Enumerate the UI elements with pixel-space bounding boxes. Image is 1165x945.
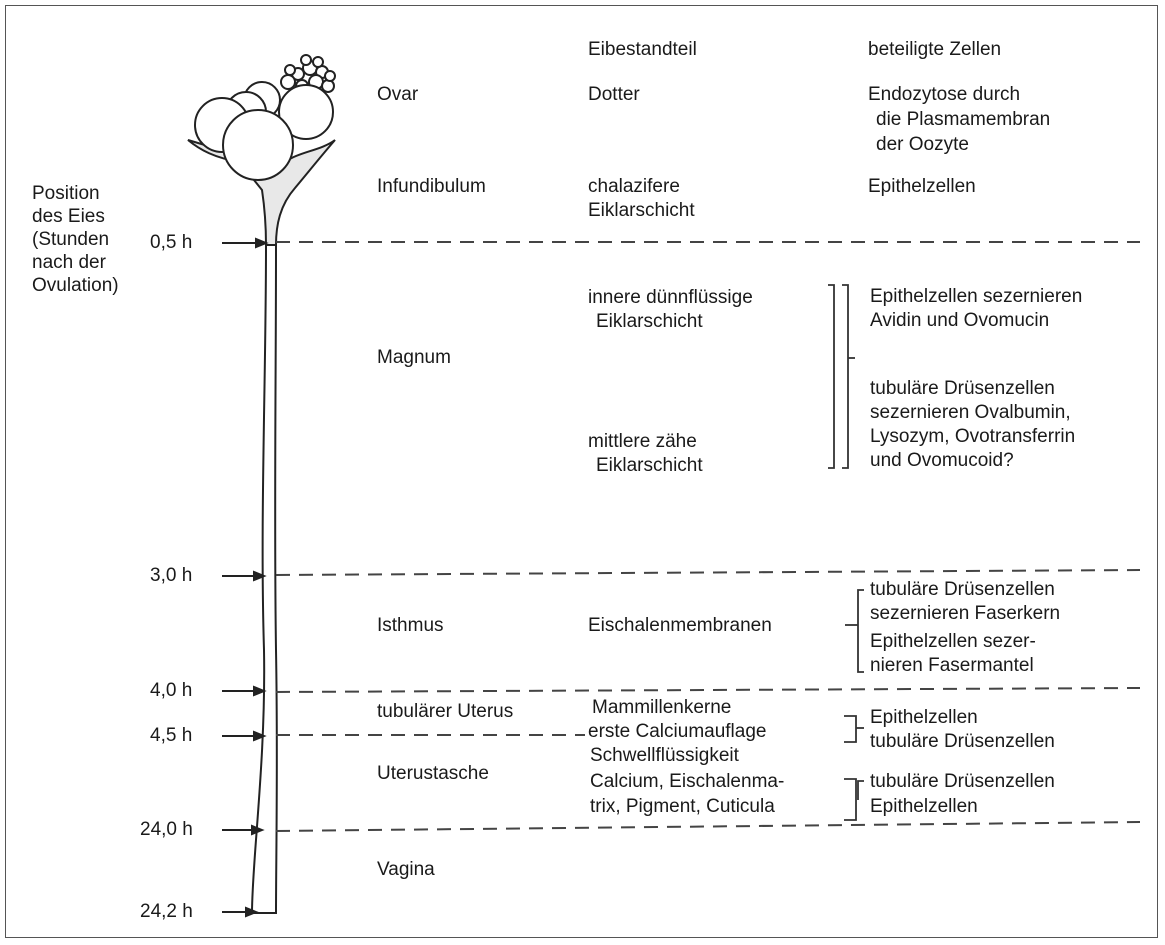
cells-magnum-b: Lysozym, Ovotransferrin [870, 426, 1076, 447]
section-name-infundibulum: Infundibulum [377, 176, 486, 197]
header-cells: beteiligte Zellen [868, 39, 1002, 60]
brackets [828, 284, 864, 821]
header-component: Eibestandteil [588, 39, 697, 60]
component-magnum-inner: Eiklarschicht [596, 311, 703, 332]
time-label: 24,2 h [140, 901, 193, 922]
cells-uterustasche: tubuläre Drüsenzellen [870, 771, 1055, 792]
time-label: 24,0 h [140, 819, 193, 840]
section-name-vagina: Vagina [377, 859, 435, 880]
axis-label-3: (Stunden [32, 229, 110, 250]
cells-magnum-b: tubuläre Drüsenzellen [870, 378, 1055, 399]
component-infundibulum: chalazifere [588, 176, 680, 197]
oviduct-tube [250, 244, 278, 914]
cells-infundibulum: Epithelzellen [868, 176, 976, 197]
component-infundibulum: Eiklarschicht [588, 200, 695, 221]
axis-label-4: nach der [32, 252, 106, 273]
component-tub-uterus: erste Calciumauflage [588, 721, 767, 742]
component-isthmus: Eischalenmembranen [588, 615, 772, 636]
figure-frame [5, 5, 1158, 938]
section-name-ovar: Ovar [377, 84, 419, 105]
component-uterustasche: Schwellflüssigkeit [590, 745, 739, 766]
section-name-isthmus: Isthmus [377, 615, 444, 636]
axis-label-5: Ovulation) [32, 275, 119, 296]
cells-isthmus: nieren Fasermantel [870, 655, 1034, 676]
cells-isthmus: sezernieren Faserkern [870, 603, 1061, 624]
section-dividers [275, 241, 1141, 832]
cells-isthmus: Epithelzellen sezer- [870, 631, 1036, 652]
axis-label-1: Position [32, 183, 100, 204]
cells-magnum-b: und Ovomucoid? [870, 450, 1014, 471]
component-tub-uterus: Mammillenkerne [592, 697, 732, 718]
cells-uterustasche: Epithelzellen [870, 796, 978, 817]
section-name-tub-uterus: tubulärer Uterus [377, 701, 514, 722]
component-magnum-inner: innere dünnflüssige [588, 287, 753, 308]
component-magnum-middle: Eiklarschicht [596, 455, 703, 476]
component-magnum-middle: mittlere zähe [588, 431, 697, 452]
component-uterustasche: trix, Pigment, Cuticula [590, 796, 775, 817]
section-name-uterustasche: Uterustasche [377, 763, 489, 784]
cells-magnum-b: sezernieren Ovalbumin, [870, 402, 1071, 423]
component-uterustasche: Calcium, Eischalenma- [590, 771, 785, 792]
cells-tub-uterus: tubuläre Drüsenzellen [870, 731, 1055, 752]
cells-ovar: der Oozyte [876, 134, 969, 155]
ovary-drawing [187, 54, 336, 246]
cells-magnum-a: Epithelzellen sezernieren [870, 286, 1083, 307]
axis-label-2: des Eies [32, 206, 105, 227]
cells-isthmus: tubuläre Drüsenzellen [870, 579, 1055, 600]
cells-ovar: die Plasmamembran [876, 109, 1051, 130]
cells-tub-uterus: Epithelzellen [870, 707, 978, 728]
time-label: 4,5 h [150, 725, 193, 746]
time-label: 4,0 h [150, 680, 193, 701]
time-label: 0,5 h [150, 232, 193, 253]
cells-ovar: Endozytose durch [868, 84, 1021, 105]
cells-magnum-a: Avidin und Ovomucin [870, 310, 1050, 331]
section-name-magnum: Magnum [377, 347, 451, 368]
component-ovar: Dotter [588, 84, 640, 105]
time-arrows [222, 237, 269, 918]
time-label: 3,0 h [150, 565, 193, 586]
